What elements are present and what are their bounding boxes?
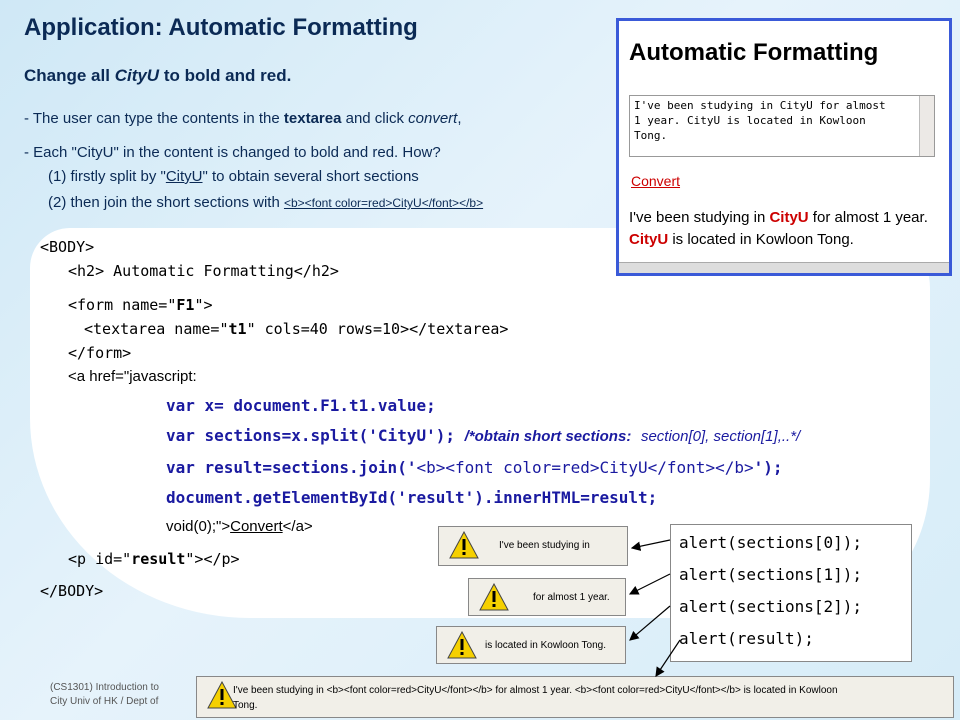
alert-call: alert(sections[0]); [679, 533, 863, 552]
code-body-open: <BODY> [40, 238, 95, 256]
code-form-open-pre: <form name=" [68, 296, 177, 314]
page-title: Application: Automatic Formatting [24, 14, 418, 41]
browser-result: I've been studying in CityU for almost 1… [629, 207, 945, 251]
result-cityu: CityU [769, 209, 809, 226]
bullet-1-post: , [457, 110, 462, 127]
bullet-4: (2) then join the short sections with <b… [48, 194, 483, 211]
code-p-pre: <p id=" [68, 550, 132, 568]
alert-box-0: I've been studying in [438, 526, 628, 566]
arrow [630, 539, 671, 551]
bullet-1-em: convert [408, 110, 458, 127]
bullet-3-underline: CityU [165, 168, 203, 185]
code-textarea-post: " cols=40 rows=10></textarea> [246, 320, 509, 338]
code-js3-post: '); [753, 458, 783, 477]
alert-call: alert(sections[2]); [679, 597, 863, 616]
code-js-line-1: var x= document.F1.t1.value; [166, 396, 436, 415]
textarea-scrollbar[interactable] [919, 96, 934, 156]
arrow [628, 573, 671, 595]
bullet-3-post: " to obtain several short sections [202, 168, 419, 185]
code-form-open: <form name="F1"> [68, 296, 213, 314]
warning-icon [207, 681, 237, 709]
footer-line-1: (CS1301) Introduction to [50, 682, 159, 693]
code-void: void(0);">Convert</a> [166, 518, 313, 535]
code-p-post: "></p> [185, 550, 240, 568]
page-subtitle: Change all CityU to bold and red. [24, 66, 291, 86]
code-void-post: </a> [282, 518, 313, 535]
code-textarea-name: t1 [228, 320, 247, 338]
bullet-2: - Each "CityU" in the content is changed… [24, 144, 441, 161]
result-text: I've been studying in [629, 209, 770, 226]
alert-text-0: I've been studying in [499, 540, 590, 551]
code-form-open-post: "> [194, 296, 213, 314]
code-form-name: F1 [176, 296, 195, 314]
code-void-link: Convert [230, 518, 283, 535]
alert-text-2: is located in Kowloon Tong. [485, 640, 607, 651]
textarea-line: I've been studying in CityU for almost [634, 99, 886, 112]
alert-text-1: for almost 1 year. [533, 592, 610, 603]
browser-heading: Automatic Formatting [629, 39, 879, 66]
bullet-3-pre: (1) firstly split by " [48, 168, 166, 185]
bullet-1-bold: textarea [283, 110, 342, 127]
code-textarea: <textarea name="t1" cols=40 rows=10></te… [84, 320, 508, 338]
textarea-line: Tong. [634, 129, 668, 142]
footer-line-2: City Univ of HK / Dept of [50, 696, 159, 707]
alert-result-line-1: I've been studying in <b><font color=red… [233, 685, 838, 696]
decor-square [856, 348, 878, 370]
bullet-3: (1) firstly split by "CityU" to obtain s… [48, 168, 419, 185]
result-text: is located in Kowloon Tong. [668, 231, 854, 248]
warning-icon [449, 531, 479, 559]
arrow [629, 605, 671, 641]
alert-result-line-2: Tong. [233, 700, 258, 711]
alert-box-result: I've been studying in <b><font color=red… [196, 676, 954, 718]
warning-icon [447, 631, 477, 659]
code-form-close: </form> [68, 344, 132, 362]
arrow [655, 639, 681, 677]
code-js2-comment2: section[0], section[1],..*/ [640, 428, 801, 445]
bullet-4-pre: (2) then join the short sections with [48, 194, 284, 211]
alert-box-1: for almost 1 year. [468, 578, 626, 616]
browser-statusbar [619, 262, 949, 273]
textarea-line: 1 year. CityU is located in Kowloon [634, 114, 866, 127]
browser-screenshot: Automatic Formatting I've been studying … [616, 18, 952, 276]
subtitle-post: to bold and red. [159, 66, 292, 85]
code-js-line-4: document.getElementById('result').innerH… [166, 488, 658, 507]
alert-calls-list: alert(sections[0]); alert(sections[1]); … [670, 524, 912, 662]
alert-call: alert(sections[1]); [679, 565, 863, 584]
result-text: for almost 1 year. [808, 209, 928, 226]
bullet-4-underline: <b><font color=red>CityU</font></b> [283, 196, 484, 210]
bullet-1-pre: - The user can type the contents in the [24, 110, 284, 127]
subtitle-pre: Change all [24, 66, 115, 85]
code-p-id: result [131, 550, 186, 568]
code-js3-str: <b><font color=red>CityU</font></b> [416, 458, 754, 477]
code-js-line-2: var sections=x.split('CityU'); /*obtain … [166, 426, 800, 445]
code-h2: <h2> Automatic Formatting</h2> [68, 262, 339, 280]
code-p: <p id="result"></p> [68, 550, 240, 568]
code-textarea-pre: <textarea name=" [84, 320, 229, 338]
code-a-open: <a href="javascript: [68, 368, 197, 385]
bullet-1: - The user can type the contents in the … [24, 110, 462, 127]
result-cityu: CityU [629, 231, 669, 248]
bullet-1-mid: and click [341, 110, 409, 127]
code-void-pre: void(0);"> [166, 518, 231, 535]
alert-call: alert(result); [679, 629, 814, 648]
convert-link[interactable]: Convert [631, 173, 681, 189]
code-js2-comment: /*obtain short sections: [464, 428, 632, 445]
alert-box-2: is located in Kowloon Tong. [436, 626, 626, 664]
code-js3-pre: var result=sections.join(' [166, 458, 417, 477]
code-js-line-3: var result=sections.join('<b><font color… [166, 458, 783, 477]
code-js2-main: var sections=x.split('CityU'); [166, 426, 455, 445]
subtitle-em: CityU [114, 66, 160, 85]
code-body-close: </BODY> [40, 582, 104, 600]
warning-icon [479, 583, 509, 611]
decor-square [856, 300, 878, 322]
browser-textarea[interactable]: I've been studying in CityU for almost 1… [629, 95, 935, 157]
